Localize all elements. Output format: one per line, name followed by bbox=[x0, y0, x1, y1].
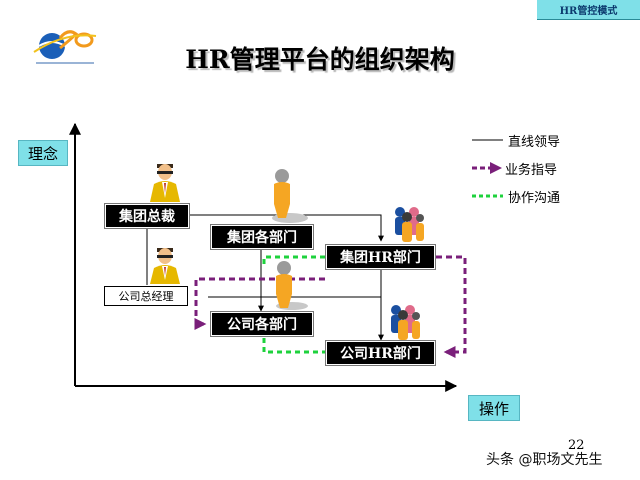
group-people-icon bbox=[395, 207, 424, 242]
person-icon bbox=[272, 169, 308, 223]
node-group-president: 集团总裁 bbox=[106, 205, 188, 227]
node-company-departments: 公司各部门 bbox=[212, 313, 312, 335]
node-company-gm: 公司总经理 bbox=[104, 286, 188, 306]
node-company-hr: 公司HR部门 bbox=[327, 342, 434, 364]
section-tag: HR管控模式 bbox=[537, 0, 640, 20]
x-axis-label: 操作 bbox=[468, 395, 520, 421]
businessman-icon bbox=[150, 248, 180, 284]
node-group-departments: 集团各部门 bbox=[212, 226, 312, 248]
business-lines bbox=[194, 255, 467, 358]
legend-business-label: 业务指导 bbox=[505, 163, 558, 178]
logo-20th-anniversary bbox=[33, 30, 97, 64]
legend-business-arrow bbox=[490, 162, 502, 174]
person-icon bbox=[276, 261, 308, 310]
node-group-hr: 集团HR部门 bbox=[327, 246, 434, 268]
legend-direct-label: 直线领导 bbox=[508, 135, 561, 150]
group-people-icon bbox=[391, 305, 420, 340]
page-number: 22 bbox=[568, 438, 585, 453]
legend-cooperation-label: 协作沟通 bbox=[508, 191, 561, 206]
y-axis-label: 理念 bbox=[18, 140, 68, 166]
direct-lines bbox=[146, 214, 384, 341]
slide-title: HR管理平台的组织架构 bbox=[185, 45, 455, 74]
businessman-icon bbox=[150, 164, 180, 202]
cooperation-lines bbox=[262, 255, 325, 354]
watermark: 头条 @职场文先生 bbox=[486, 452, 603, 468]
